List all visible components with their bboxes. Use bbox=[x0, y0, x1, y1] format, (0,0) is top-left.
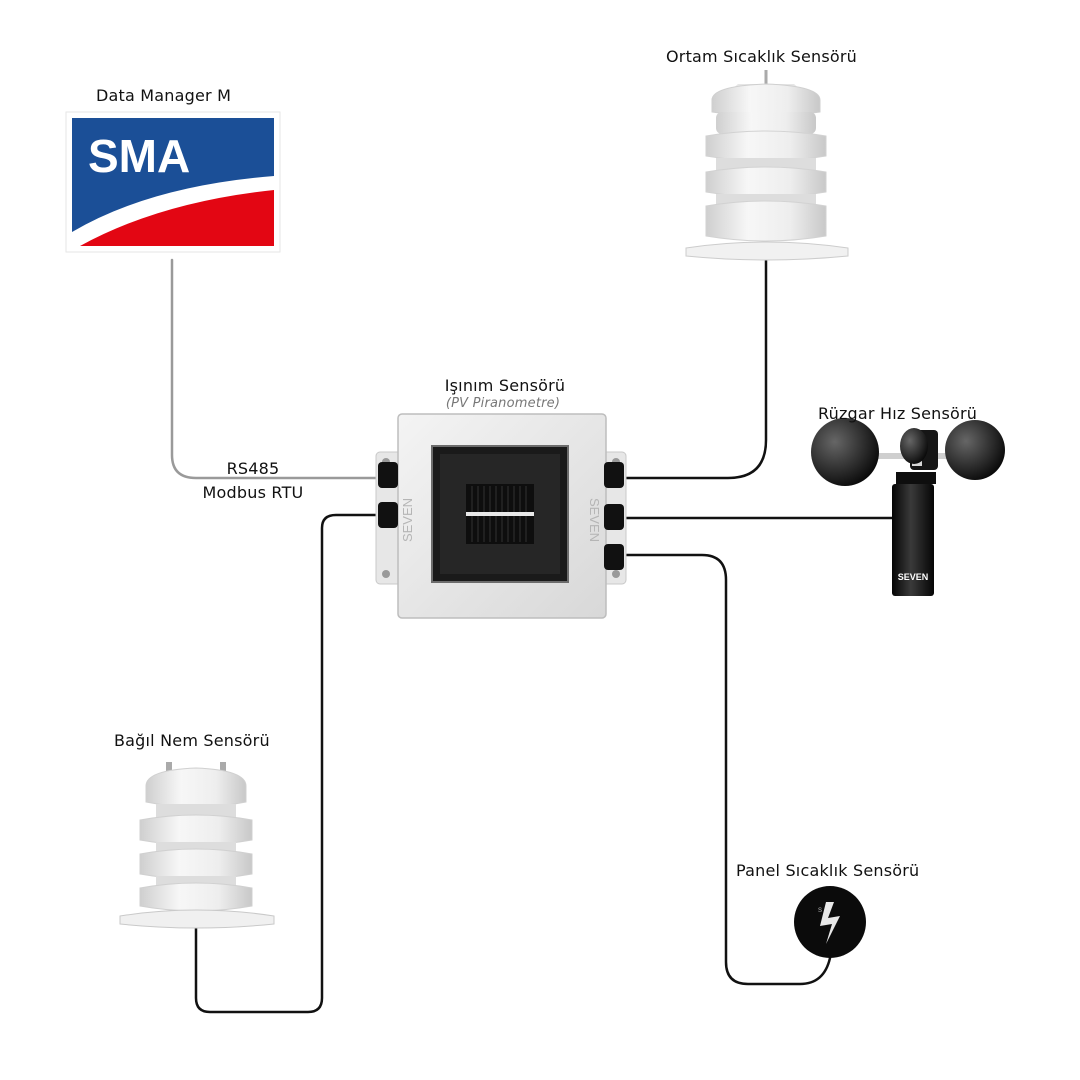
ambient-temperature-sensor bbox=[685, 70, 849, 261]
humidity-sensor bbox=[119, 762, 275, 929]
sma-logo-text: SMA bbox=[88, 130, 190, 182]
panel-temperature-sensor: S bbox=[794, 886, 866, 958]
cable-sma-to-irradiance bbox=[170, 258, 384, 480]
sma-logo: SMA bbox=[65, 111, 281, 253]
wind-sensor-brand: SEVEN bbox=[898, 572, 929, 582]
wind-speed-sensor: SEVEN bbox=[811, 418, 1005, 596]
label-panel-temperature: Panel Sıcaklık Sensörü bbox=[736, 861, 920, 880]
label-rs485: RS485 bbox=[226, 459, 280, 478]
box-brand-left: SEVEN bbox=[400, 498, 415, 542]
label-modbus-rtu: Modbus RTU bbox=[202, 483, 304, 502]
label-ambient-temperature: Ortam Sıcaklık Sensörü bbox=[666, 47, 858, 66]
label-wind-speed: Rüzgar Hız Sensörü bbox=[818, 404, 978, 423]
cable-panel-to-irradiance bbox=[616, 553, 832, 986]
label-humidity-sensor: Bağıl Nem Sensörü bbox=[114, 731, 270, 750]
box-brand-right: SEVEN bbox=[587, 498, 602, 542]
cables bbox=[170, 256, 898, 1014]
irradiance-sensor-box: SEVEN SEVEN bbox=[375, 413, 627, 619]
svg-text:S: S bbox=[818, 908, 822, 914]
cable-humidity-to-irradiance bbox=[194, 513, 384, 1014]
label-data-manager: Data Manager M bbox=[96, 86, 232, 105]
cable-ambient-to-irradiance bbox=[616, 256, 768, 480]
label-pv-pyranometer: (PV Piranometre) bbox=[445, 396, 561, 411]
label-irradiance-sensor: Işınım Sensörü bbox=[444, 376, 566, 395]
